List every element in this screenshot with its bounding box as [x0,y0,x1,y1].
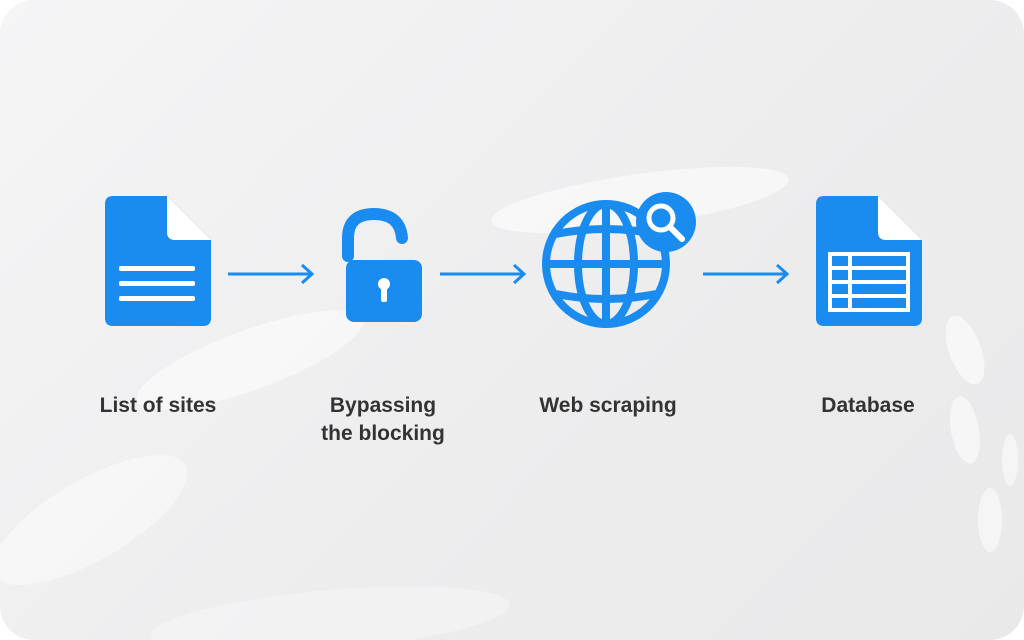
arrow-right-icon [228,263,315,285]
arrow-right-icon [440,263,527,285]
step-label-list-of-sites: List of sites [99,394,217,417]
open-padlock-icon [342,208,422,322]
arrow-right-icon [703,263,790,285]
spreadsheet-document-icon [816,196,922,326]
step-label-bypassing-the-blocking: Bypassing the blocking [321,394,445,445]
globe-search-icon [542,192,696,328]
step-label-database: Database [821,394,915,417]
document-icon [105,196,211,326]
step-label-web-scraping: Web scraping [539,394,677,417]
